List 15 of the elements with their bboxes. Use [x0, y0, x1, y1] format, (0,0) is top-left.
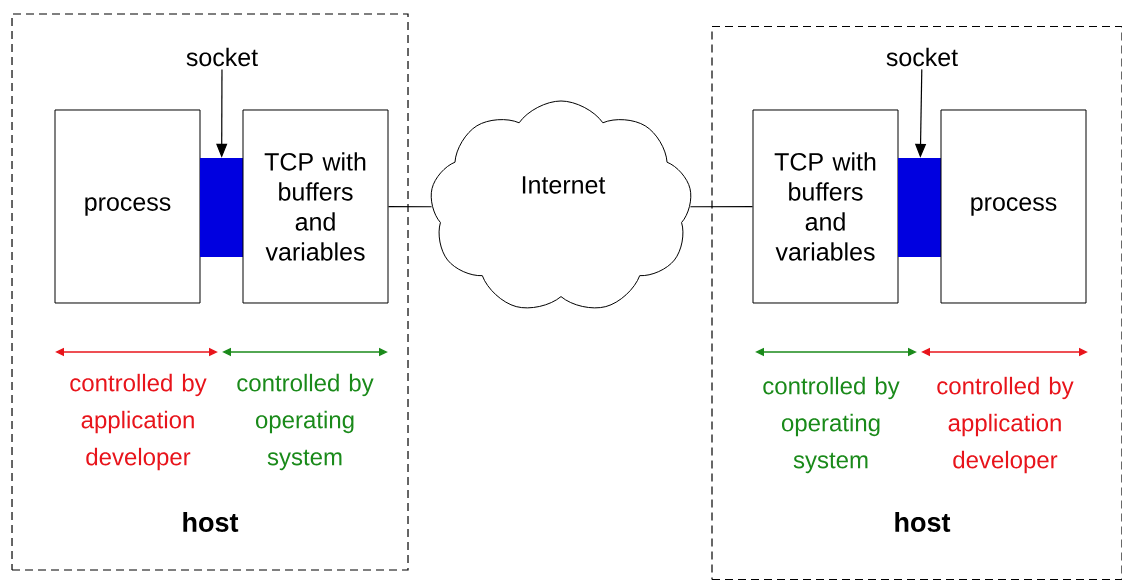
- scope-label: controlled by application developer: [70, 373, 207, 471]
- socket-box: [898, 158, 941, 257]
- socket-label: socket: [186, 47, 258, 67]
- connector-line: [387, 206, 433, 208]
- scope-label: controlled by application developer: [937, 376, 1074, 474]
- process-box: TCP with buffers and variables: [752, 109, 899, 304]
- network-cloud: Internet: [430, 100, 692, 309]
- scope-label: controlled by operating system: [763, 376, 900, 474]
- connector-line: [689, 206, 754, 208]
- process-box: TCP with buffers and variables: [242, 109, 389, 304]
- socket-label: socket: [886, 47, 958, 67]
- process-box: process: [54, 109, 201, 304]
- scope-label: controlled by operating system: [237, 373, 374, 471]
- socket-box: [200, 158, 243, 257]
- process-box: process: [940, 109, 1087, 304]
